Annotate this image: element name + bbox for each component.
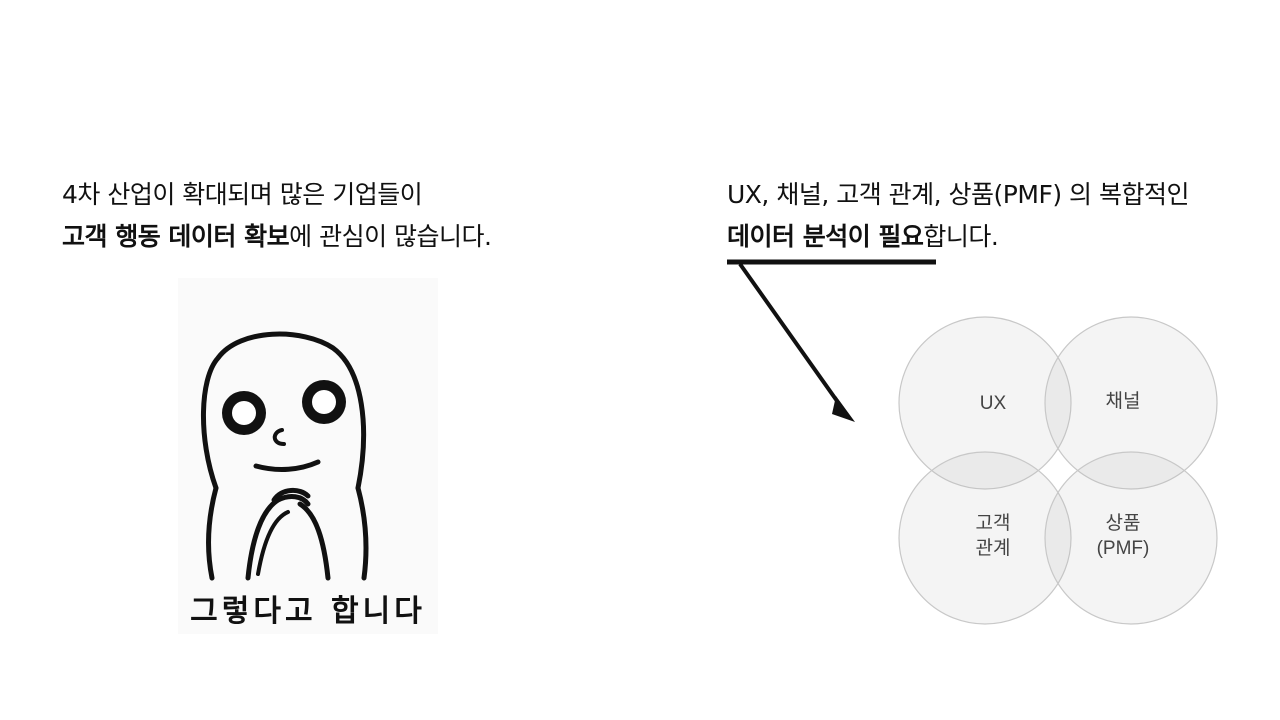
venn-label-channel: 채널 [1105,391,1141,412]
right-text-rest: 합니다. [923,222,999,251]
meme-image: 그렇다고 합니다 [178,278,438,634]
venn-circles [898,316,1218,625]
venn-label-product-line-2: (PMF) [1096,537,1150,559]
arrow-line [738,262,844,410]
right-text-line-1: UX, 채널, 고객 관계, 상품(PMF) 의 복합적인 [727,180,1189,209]
venn-circle-ux [898,316,1072,490]
venn-label-product: 상품 (PMF) [1073,512,1173,561]
left-text-line-2: 고객 행동 데이터 확보에 관심이 많습니다. [62,222,492,252]
right-text-emphasis: 데이터 분석이 필요 [727,222,924,251]
right-text-line-2: 데이터 분석이 필요합니다. [727,222,999,252]
meme-caption: 그렇다고 합니다 [190,594,426,629]
left-text-rest: 에 관심이 많습니다. [289,222,492,251]
left-text-emphasis: 고객 행동 데이터 확보 [62,222,290,251]
meme-character-drawing [201,331,369,581]
meme-eyes [222,380,346,435]
venn-label-product-line-1: 상품 [1105,513,1141,534]
venn-diagram: UX 채널 고객 관계 상품 (PMF) [890,300,1230,640]
arrow-head [832,396,855,422]
venn-label-customer-line-2: 관계 [975,537,1011,559]
venn-circle-product [1044,451,1218,625]
venn-label-customer: 고객 관계 [943,512,1043,561]
venn-label-customer-line-1: 고객 [975,513,1011,534]
venn-circle-customer [898,451,1072,625]
venn-label-ux: UX [979,393,1007,414]
left-text-line-1: 4차 산업이 확대되며 많은 기업들이 [62,180,423,209]
venn-circle-channel [1044,316,1218,490]
